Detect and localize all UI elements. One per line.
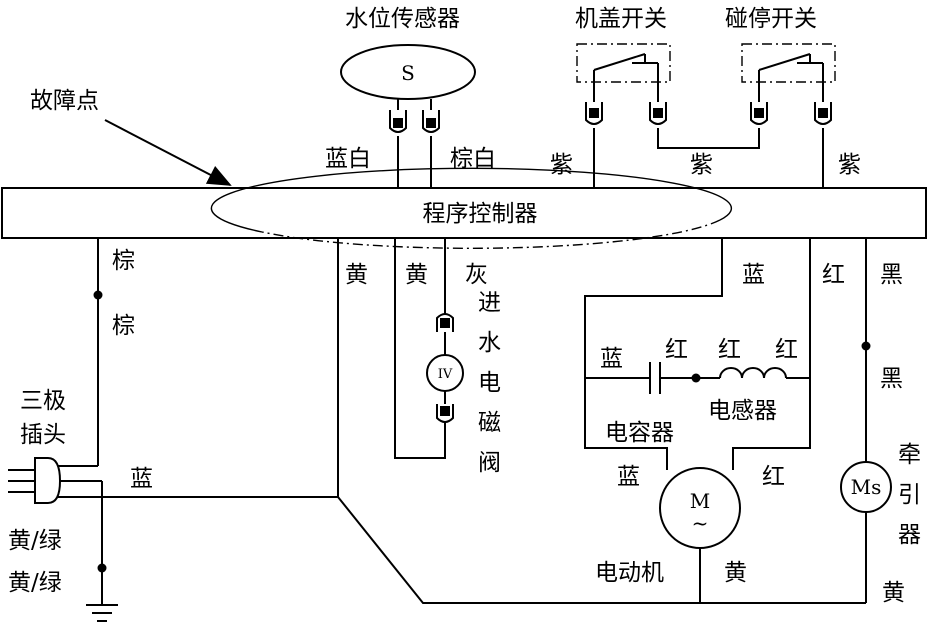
- fault-point-label: 故障点: [30, 88, 99, 114]
- wire-label-tractor-yellow: 黄: [882, 580, 905, 606]
- wire-label-yellow-b: 黄: [405, 262, 428, 288]
- motor-ac-symbol: ~: [692, 511, 709, 535]
- inductor: [719, 367, 787, 379]
- tractor-char-3: 器: [898, 522, 921, 548]
- motor-symbol: M: [690, 489, 710, 513]
- tractor-char-1: 牵: [898, 442, 921, 468]
- wire-label-brown-white: 棕白: [450, 146, 496, 172]
- wire-label-yg-upper: 黄/绿: [8, 528, 62, 554]
- capacitor: [649, 362, 661, 394]
- inlet-valve-char-2: 水: [478, 330, 501, 356]
- wire-label-purple-mid: 紫: [690, 152, 713, 178]
- wire-label-gray: 灰: [465, 262, 488, 288]
- inlet-valve-char-4: 磁: [478, 410, 501, 436]
- wire-label-yellow-a: 黄: [345, 262, 368, 288]
- wire-label-ind-red-left: 红: [718, 337, 741, 363]
- sensor-symbol: S: [401, 61, 415, 85]
- collision-connector-left: [750, 102, 768, 125]
- wire-label-blue-white: 蓝白: [325, 146, 371, 172]
- water-level-sensor: [340, 44, 476, 100]
- inlet-valve-symbol: IV: [438, 367, 453, 382]
- lid-switch-title: 机盖开关: [575, 6, 667, 32]
- lid-switch-box: [576, 43, 671, 83]
- lid-connector-left: [585, 102, 603, 125]
- inductor-label: 电感器: [708, 398, 777, 424]
- wire-label-motor-blue-top: 蓝: [742, 262, 765, 288]
- inlet-valve-char-3: 电: [478, 370, 501, 396]
- tractor-char-2: 引: [898, 482, 921, 508]
- lid-connector-right: [649, 102, 667, 125]
- controller-bar: [1, 187, 927, 239]
- wire-label-ind-red-right: 红: [775, 337, 798, 363]
- tractor-symbol: Ms: [851, 475, 882, 499]
- fault-arrow: [104, 119, 232, 186]
- wire-label-cap-blue: 蓝: [600, 346, 623, 372]
- three-pin-plug: [8, 457, 62, 504]
- fault-ellipse-dashed: [261, 219, 721, 249]
- wire-label-motor-yellow: 黄: [724, 560, 747, 586]
- wire-label-black-top: 黑: [880, 262, 903, 288]
- wire-label-brown-lower: 棕: [112, 313, 135, 339]
- ground-symbol: [86, 604, 118, 622]
- wire-label-yg-lower: 黄/绿: [8, 570, 62, 596]
- collision-switch-box: [741, 43, 836, 83]
- wire-label-motor-red: 红: [762, 464, 785, 490]
- junction-brown: [93, 290, 103, 300]
- controller-label: 程序控制器: [423, 201, 538, 227]
- collision-switch-contact: [758, 53, 824, 82]
- sensor-connector-left: [389, 110, 407, 133]
- wire-label-purple-right: 紫: [838, 152, 861, 178]
- capacitor-label: 电容器: [605, 420, 674, 446]
- wire-yellow-b: [394, 238, 446, 459]
- inlet-valve-char-1: 进: [478, 290, 501, 316]
- sensor-connector-right: [422, 110, 440, 133]
- wire-purple-mid: [657, 128, 760, 149]
- wire-label-motor-blue: 蓝: [617, 464, 640, 490]
- wire-label-brown-upper: 棕: [112, 248, 135, 274]
- lid-switch-contact: [593, 53, 659, 82]
- motor-label: 电动机: [595, 560, 664, 586]
- wire-label-red-top: 红: [822, 262, 845, 288]
- plug-label-line1: 三极: [20, 388, 66, 414]
- fault-ellipse-solid: [210, 167, 733, 233]
- wire-blue-neutral: [58, 496, 866, 604]
- wire-label-purple-left: 紫: [550, 152, 573, 178]
- inlet-valve-char-5: 阀: [478, 450, 501, 476]
- collision-switch-title: 碰停开关: [725, 6, 817, 32]
- valve-connector-bottom: [436, 404, 454, 423]
- plug-label-line2: 插头: [20, 422, 66, 448]
- water-level-sensor-title: 水位传感器: [345, 6, 460, 32]
- wire-label-cap-red: 红: [665, 337, 688, 363]
- valve-connector-top: [436, 313, 454, 332]
- wire-motor-blue: [584, 238, 723, 470]
- wire-motor-red: [732, 238, 811, 470]
- wire-label-plug-blue: 蓝: [130, 466, 153, 492]
- collision-connector-right: [814, 102, 832, 125]
- wire-label-black-bottom: 黑: [880, 366, 903, 392]
